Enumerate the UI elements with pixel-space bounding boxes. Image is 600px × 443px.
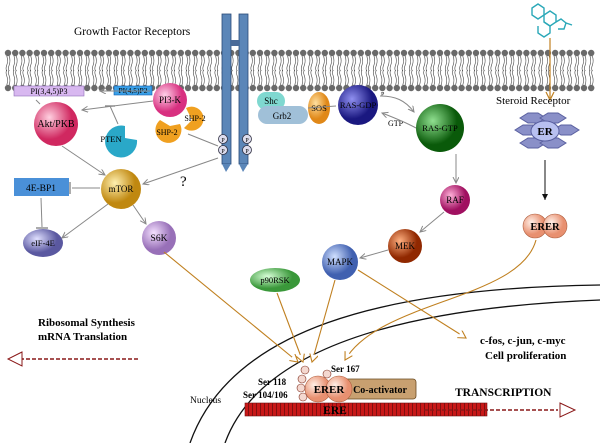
mapk-node [322, 244, 358, 280]
question-mark-label: ? [180, 174, 187, 190]
svg-text:MEK: MEK [395, 241, 416, 251]
steroid-hormone-icon [531, 3, 573, 38]
svg-text:eIF-4E: eIF-4E [31, 238, 55, 248]
svg-text:S6K: S6K [151, 234, 168, 244]
svg-text:P: P [221, 138, 225, 144]
svg-text:Grb2: Grb2 [273, 111, 292, 121]
shc-node [257, 92, 285, 110]
er-receptor-complex [514, 112, 580, 149]
s6k-to-er-arrow [163, 251, 298, 362]
pten-node [105, 125, 138, 158]
svg-text:P: P [245, 149, 249, 155]
phospho-icon [322, 369, 332, 379]
akt-pkb-node [34, 102, 78, 146]
svg-text:mTOR: mTOR [109, 184, 134, 194]
erer-to-nucleus-arrow [345, 239, 537, 360]
eif4e-node [23, 229, 63, 257]
ser167-label: Ser 167 [331, 364, 360, 374]
phospho-icon [242, 145, 252, 155]
p90rsk-to-er-arrow [276, 292, 303, 362]
gtp-label: GTP [388, 119, 404, 128]
nucleus-label: Nucleus [190, 396, 221, 406]
erer-dimer-nucleus [296, 365, 353, 403]
phospho-icon [218, 145, 228, 155]
ras-gtp-node [416, 104, 464, 152]
growth-factor-receptors-label: Growth Factor Receptors [74, 26, 191, 38]
growth-factor-receptor: P P P P [218, 13, 252, 172]
phospho-icon [300, 365, 310, 375]
shp2-node-b [155, 120, 182, 143]
pi3k-node [153, 83, 187, 117]
erer-nucleus-label: ERER [314, 384, 346, 396]
phospho-icon [242, 134, 252, 144]
erer-dimer-cytoplasm [522, 213, 568, 239]
phospho-icon [298, 392, 308, 402]
svg-text:p90RSK: p90RSK [260, 275, 290, 285]
mtor-node [101, 169, 141, 209]
mrna-translation-label: mRNA Translation [38, 331, 127, 343]
cfos-label: c-fos, c-jun, c-myc [480, 335, 566, 347]
svg-text:SHP-2: SHP-2 [184, 114, 205, 123]
phospho-icon [296, 383, 306, 393]
steroid-receptor-label: Steroid Receptor [496, 95, 571, 107]
mek-node [388, 229, 422, 263]
akt-pkb-label: Akt/PKB [37, 119, 75, 130]
phospho-small-label: P [381, 92, 385, 98]
svg-text:Co-activator: Co-activator [353, 385, 407, 396]
svg-text:P: P [245, 138, 249, 144]
ser104-label: Ser 104/106 [243, 390, 288, 400]
ere-label: ERE [323, 405, 347, 417]
sos-node [308, 92, 330, 124]
cell-membrane [4, 49, 595, 92]
svg-text:4E-BP1: 4E-BP1 [26, 184, 56, 194]
ser118-label: Ser 118 [258, 377, 287, 387]
phospho-icon [218, 134, 228, 144]
phospho-icon [297, 374, 307, 384]
pip3-box [13, 85, 85, 97]
svg-text:RAS-GTP: RAS-GTP [422, 123, 458, 133]
transcription-label: TRANSCRIPTION [455, 387, 552, 399]
svg-text:RAS-GDP: RAS-GDP [340, 100, 377, 110]
cell-proliferation-label: Cell proliferation [485, 350, 566, 362]
four-e-bp1-node [14, 178, 69, 196]
svg-text:RAF: RAF [446, 195, 464, 205]
pip3-label: PI(3,4,5)P3 [31, 87, 68, 96]
raf-node [440, 185, 470, 215]
grb2-node [258, 106, 308, 124]
svg-text:SOS: SOS [311, 103, 327, 113]
svg-text:SHP-2: SHP-2 [156, 128, 177, 137]
svg-text:P: P [221, 149, 225, 155]
ras-gdp-node [338, 85, 378, 125]
ribosomal-synthesis-label: Ribosomal Synthesis [38, 317, 136, 329]
s6k-node [142, 221, 176, 255]
svg-text:MAPK: MAPK [327, 257, 354, 267]
nuclear-envelope-outer [189, 284, 600, 443]
pi3k-label: PI3-K [159, 95, 181, 105]
nuclear-envelope-inner [224, 299, 600, 443]
mapk-to-genes-arrow [357, 269, 466, 338]
er-label: ER [537, 126, 553, 138]
svg-text:Shc: Shc [264, 96, 278, 106]
mapk-to-er-arrow [312, 279, 336, 362]
pten-label: PTEN [100, 134, 121, 144]
shp2-node-a [184, 106, 204, 131]
erer-cytoplasm-label: ERER [530, 222, 560, 233]
p90rsk-node [250, 268, 300, 292]
